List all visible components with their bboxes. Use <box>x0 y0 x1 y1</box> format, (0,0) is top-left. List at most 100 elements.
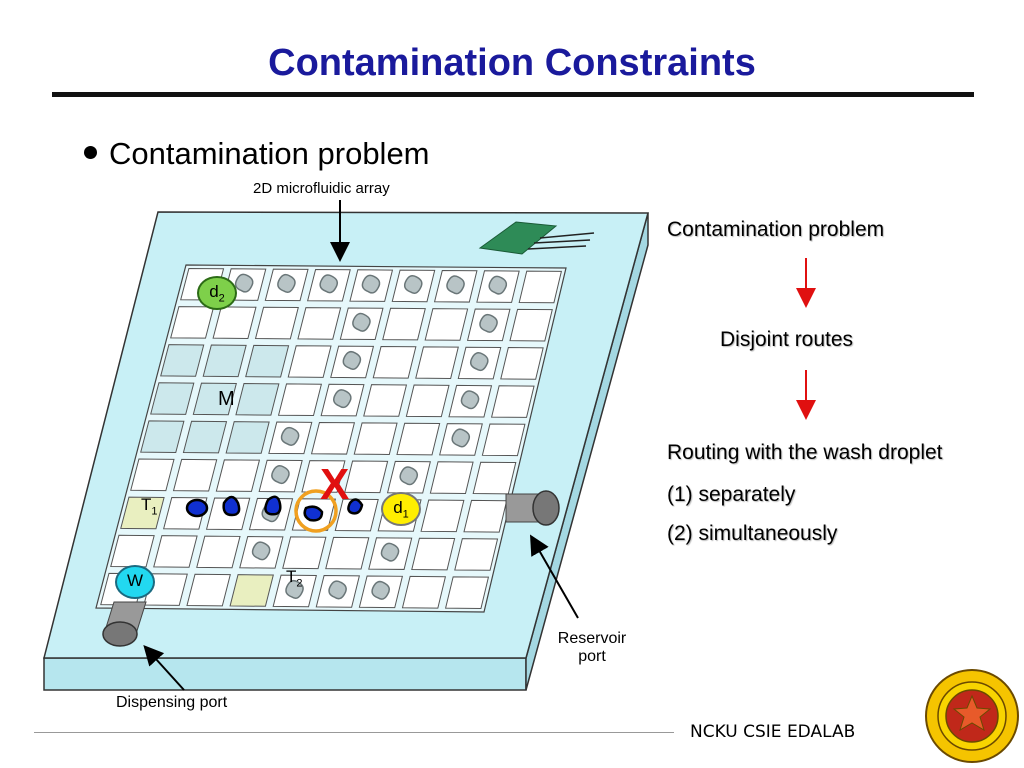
wash-droplet-w: W <box>115 565 155 599</box>
flow-step-contamination: Contamination problem <box>667 218 885 241</box>
electrode-cell <box>130 458 175 492</box>
residue-blob <box>403 274 423 294</box>
residue-blob <box>332 389 352 409</box>
residue-blob <box>469 352 489 372</box>
electrode-cell <box>396 422 441 456</box>
electrode-cell <box>140 420 185 453</box>
residue-shapes <box>234 273 508 600</box>
reservoir-port-icon <box>505 490 560 526</box>
residue-blob <box>479 313 498 333</box>
contamination-circle <box>294 489 338 533</box>
flow-option-simultaneously: (2) simultaneously <box>667 522 838 545</box>
residue-blob <box>277 273 296 293</box>
droplet-d1: d1 <box>381 492 421 526</box>
electrode-cell <box>411 537 456 571</box>
bullet-item: Contamination problem <box>84 136 430 172</box>
dispensing-label-arrow <box>143 645 185 691</box>
electrode-cell <box>301 460 346 493</box>
array-label: 2D microfluidic array <box>253 180 390 197</box>
mixer-m: M <box>218 388 235 410</box>
residue-blob <box>280 426 300 446</box>
residue-blob <box>285 579 304 599</box>
electrode-cell <box>150 382 195 415</box>
electrode-cell <box>182 420 228 454</box>
electrode-cell <box>297 307 342 340</box>
electrode-cell <box>472 461 517 495</box>
electrode-cell <box>405 384 450 418</box>
electrode-cell <box>170 306 215 339</box>
electrode-cell <box>277 383 323 417</box>
residue-blob <box>460 390 480 410</box>
electrode-cell <box>500 347 544 380</box>
electrode-cell <box>245 344 290 378</box>
residue-blob <box>446 275 465 295</box>
electrode-cell <box>444 576 490 610</box>
electrode-cell <box>463 499 508 533</box>
droplet-d2: d2 <box>197 276 237 310</box>
residue-blob <box>251 541 271 561</box>
reservoir-label-line1: Reservoir <box>557 630 627 647</box>
residue-blob <box>342 350 362 370</box>
electrode-cell <box>120 496 165 530</box>
contamination-x-mark: X <box>320 460 350 509</box>
bullet-dot-icon <box>84 146 97 160</box>
reservoir-label-arrow <box>530 534 579 619</box>
residue-blob <box>451 428 471 448</box>
droplet-route <box>185 495 364 522</box>
electrode-cell <box>212 306 257 339</box>
bullet-text: Contamination problem <box>109 136 430 171</box>
dispensing-port-label: Dispensing port <box>116 694 228 711</box>
residue-blob <box>399 466 419 486</box>
electrode-cell <box>160 344 205 377</box>
electrode-cell <box>454 538 499 571</box>
electrode-cell <box>401 575 447 609</box>
electrode-cell <box>172 458 218 492</box>
target-t1: T1 <box>141 495 158 518</box>
flow-option-separately: (1) separately <box>667 483 796 506</box>
electrode-cell <box>424 308 469 341</box>
electrode-cell <box>196 535 241 569</box>
electrode-cell <box>429 461 474 494</box>
residue-blob <box>361 274 381 294</box>
electrode-cell <box>325 536 370 570</box>
university-emblem-icon <box>925 669 1019 763</box>
electrode-cell <box>287 345 332 378</box>
electrode-cell <box>363 384 408 417</box>
flow-step-disjoint: Disjoint routes <box>720 328 854 351</box>
electrode-cell <box>509 308 553 342</box>
electrode-cell <box>518 270 563 304</box>
electrode-cell <box>225 421 270 454</box>
residue-blob <box>319 274 339 294</box>
electrode-cell <box>254 306 299 340</box>
board-front-edge <box>43 657 527 691</box>
electrode-cell <box>481 423 526 457</box>
electrode-cell <box>420 499 465 533</box>
residue-blob <box>488 275 508 295</box>
electrode-cell <box>229 574 274 607</box>
reservoir-port-label: Reservoir port <box>550 630 634 666</box>
electrode-cell <box>372 345 417 379</box>
electrode-cell <box>192 382 237 416</box>
title-divider <box>52 92 974 97</box>
footer-divider <box>34 732 674 733</box>
reservoir-label-line2: port <box>578 648 606 665</box>
footer-lab: NCKU CSIE EDALAB <box>690 722 856 742</box>
residue-blob <box>371 580 390 600</box>
electrode-cell <box>153 535 198 568</box>
residue-blob <box>328 580 347 600</box>
slide-title: Contamination Constraints <box>268 42 756 84</box>
electrode-cell <box>186 573 231 607</box>
residue-blob <box>352 312 371 332</box>
electrode-cell <box>282 536 327 570</box>
electrode-cell <box>415 346 459 379</box>
electrode-cell <box>235 383 280 416</box>
electrode-cell <box>202 344 247 378</box>
electrode-cell <box>382 307 426 341</box>
electrode-cell <box>353 422 398 455</box>
residue-blob <box>234 273 254 293</box>
electrode-cell <box>215 459 261 492</box>
electrode-cell <box>344 460 389 494</box>
residue-blob <box>380 542 400 562</box>
electrode-cell <box>310 421 356 455</box>
